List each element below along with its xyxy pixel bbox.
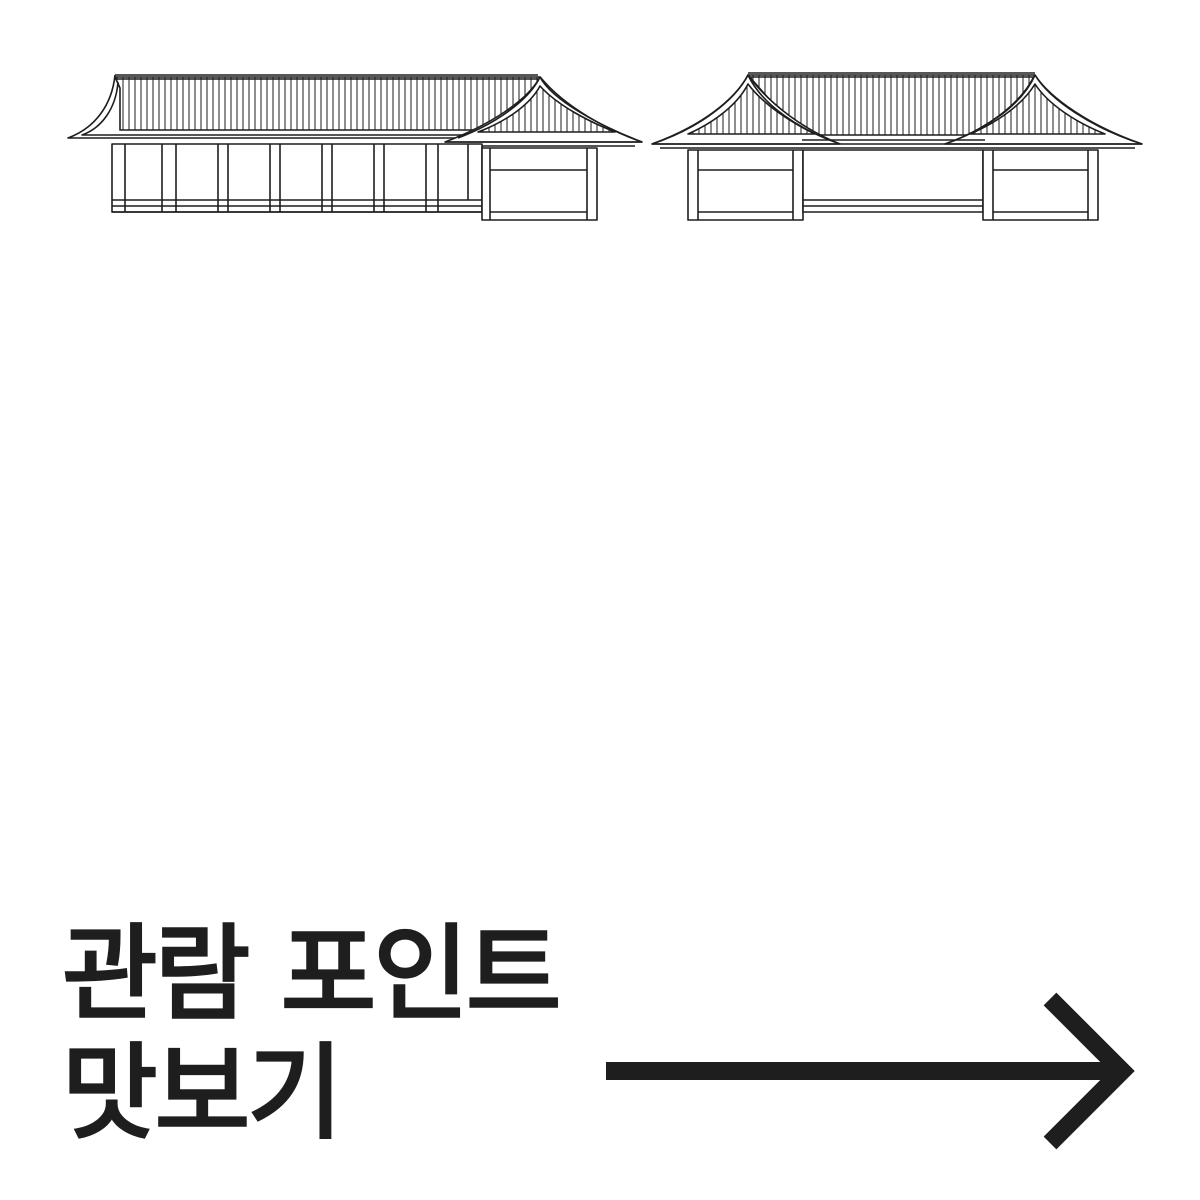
hanok-buildings-icon: [60, 60, 1150, 240]
hanok-building-right: [651, 72, 1143, 221]
hanok-building-left: [67, 74, 643, 221]
arrow-right-icon[interactable]: [600, 985, 1140, 1155]
page-title: 관람 포인트 맛보기: [62, 913, 562, 1154]
title-line-2: 맛보기: [62, 1031, 343, 1154]
title-line-1: 관람 포인트: [62, 913, 562, 1035]
